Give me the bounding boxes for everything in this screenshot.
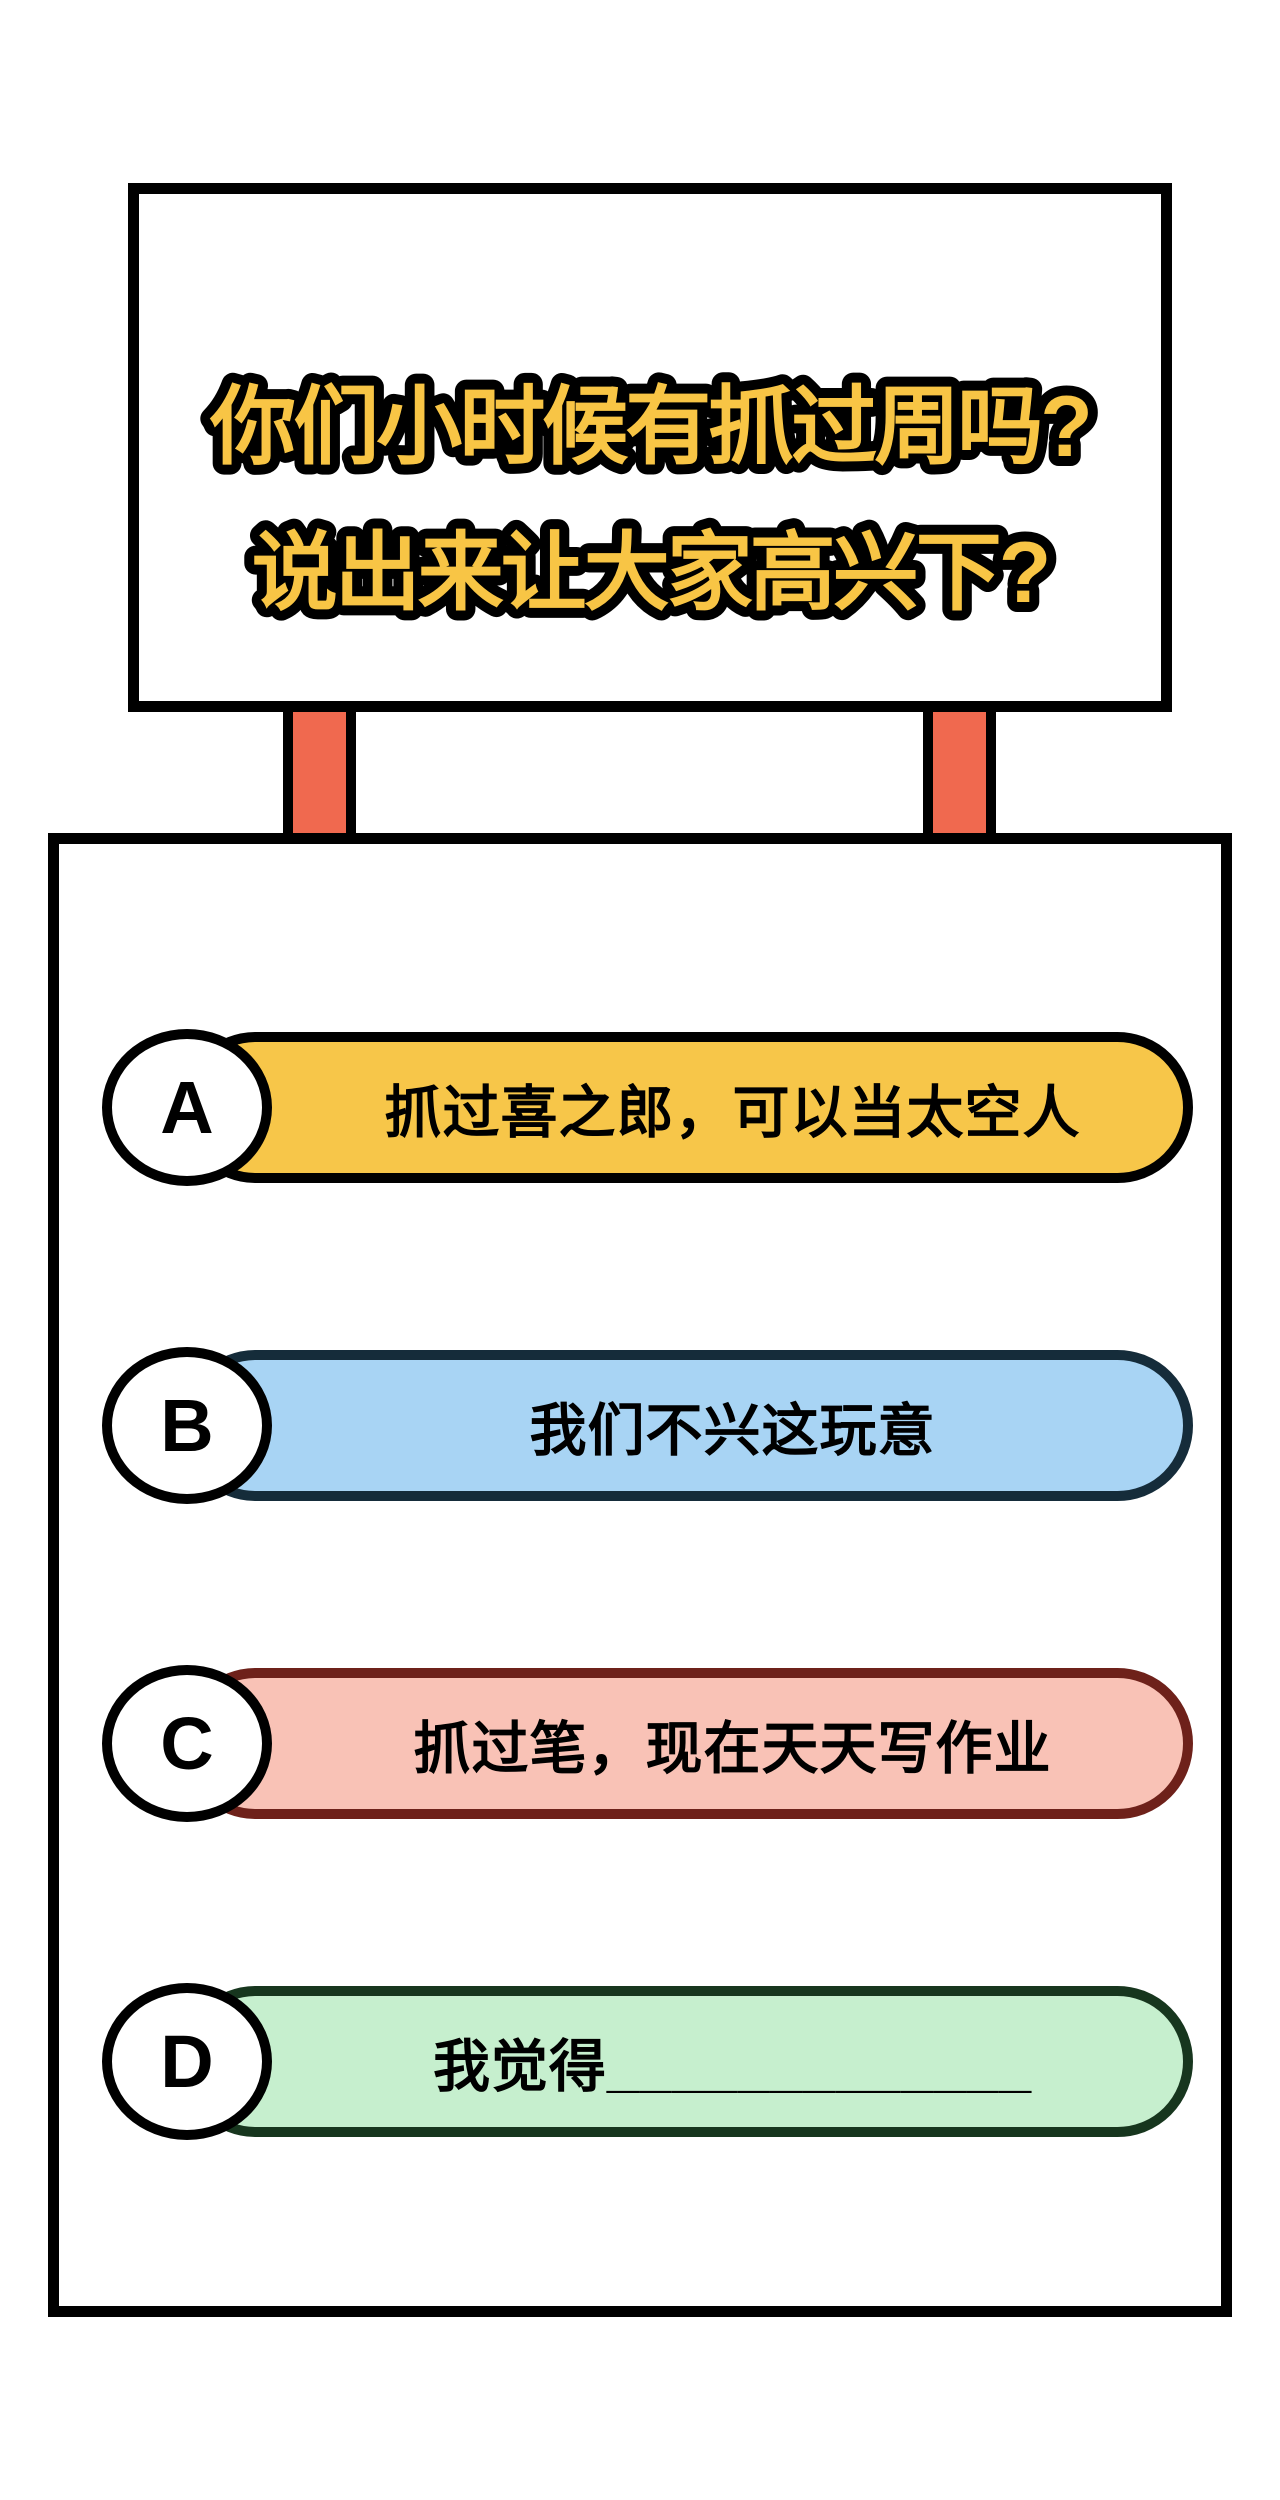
option-a-bar[interactable] bbox=[180, 1032, 1193, 1183]
question-title-line1: 你们小时候有抓过周吗? bbox=[209, 379, 1090, 475]
sign-post-right bbox=[923, 703, 996, 845]
question-title-svg: 你们小时候有抓过周吗? 说出来让大家高兴下? bbox=[199, 369, 1103, 631]
option-c-letter: C bbox=[160, 1701, 214, 1785]
options-box: A 抓过喜之郎，可以当太空人 B 我们不兴这玩意 C 抓过笔，现在天天写作业 D… bbox=[48, 833, 1232, 2317]
option-d[interactable]: D 我觉得_____________ bbox=[59, 1983, 1221, 2141]
option-b-letter-badge: B bbox=[102, 1347, 272, 1504]
option-b[interactable]: B 我们不兴这玩意 bbox=[59, 1347, 1221, 1505]
option-a-letter: A bbox=[160, 1065, 214, 1149]
option-b-label: 我们不兴这玩意 bbox=[529, 1398, 936, 1463]
option-a[interactable]: A 抓过喜之郎，可以当太空人 bbox=[59, 1029, 1221, 1187]
option-d-bar[interactable] bbox=[180, 1986, 1193, 2137]
question-title-line2: 说出来让大家高兴下? bbox=[252, 525, 1049, 621]
option-a-label: 抓过喜之郎，可以当太空人 bbox=[384, 1080, 1081, 1145]
question-signboard: 你们小时候有抓过周吗? 说出来让大家高兴下? bbox=[128, 183, 1172, 712]
option-b-letter: B bbox=[160, 1383, 214, 1467]
option-a-letter-badge: A bbox=[102, 1029, 272, 1186]
option-d-letter-badge: D bbox=[102, 1983, 272, 2140]
sign-post-left bbox=[283, 703, 356, 845]
option-c-letter-badge: C bbox=[102, 1665, 272, 1822]
option-c-label: 抓过笔，现在天天写作业 bbox=[413, 1716, 1052, 1781]
option-c[interactable]: C 抓过笔，现在天天写作业 bbox=[59, 1665, 1221, 1823]
option-c-bar[interactable] bbox=[180, 1668, 1193, 1819]
option-d-label: 我觉得_____________ bbox=[432, 2034, 1033, 2099]
option-d-letter: D bbox=[160, 2019, 214, 2103]
option-b-bar[interactable] bbox=[180, 1350, 1193, 1501]
